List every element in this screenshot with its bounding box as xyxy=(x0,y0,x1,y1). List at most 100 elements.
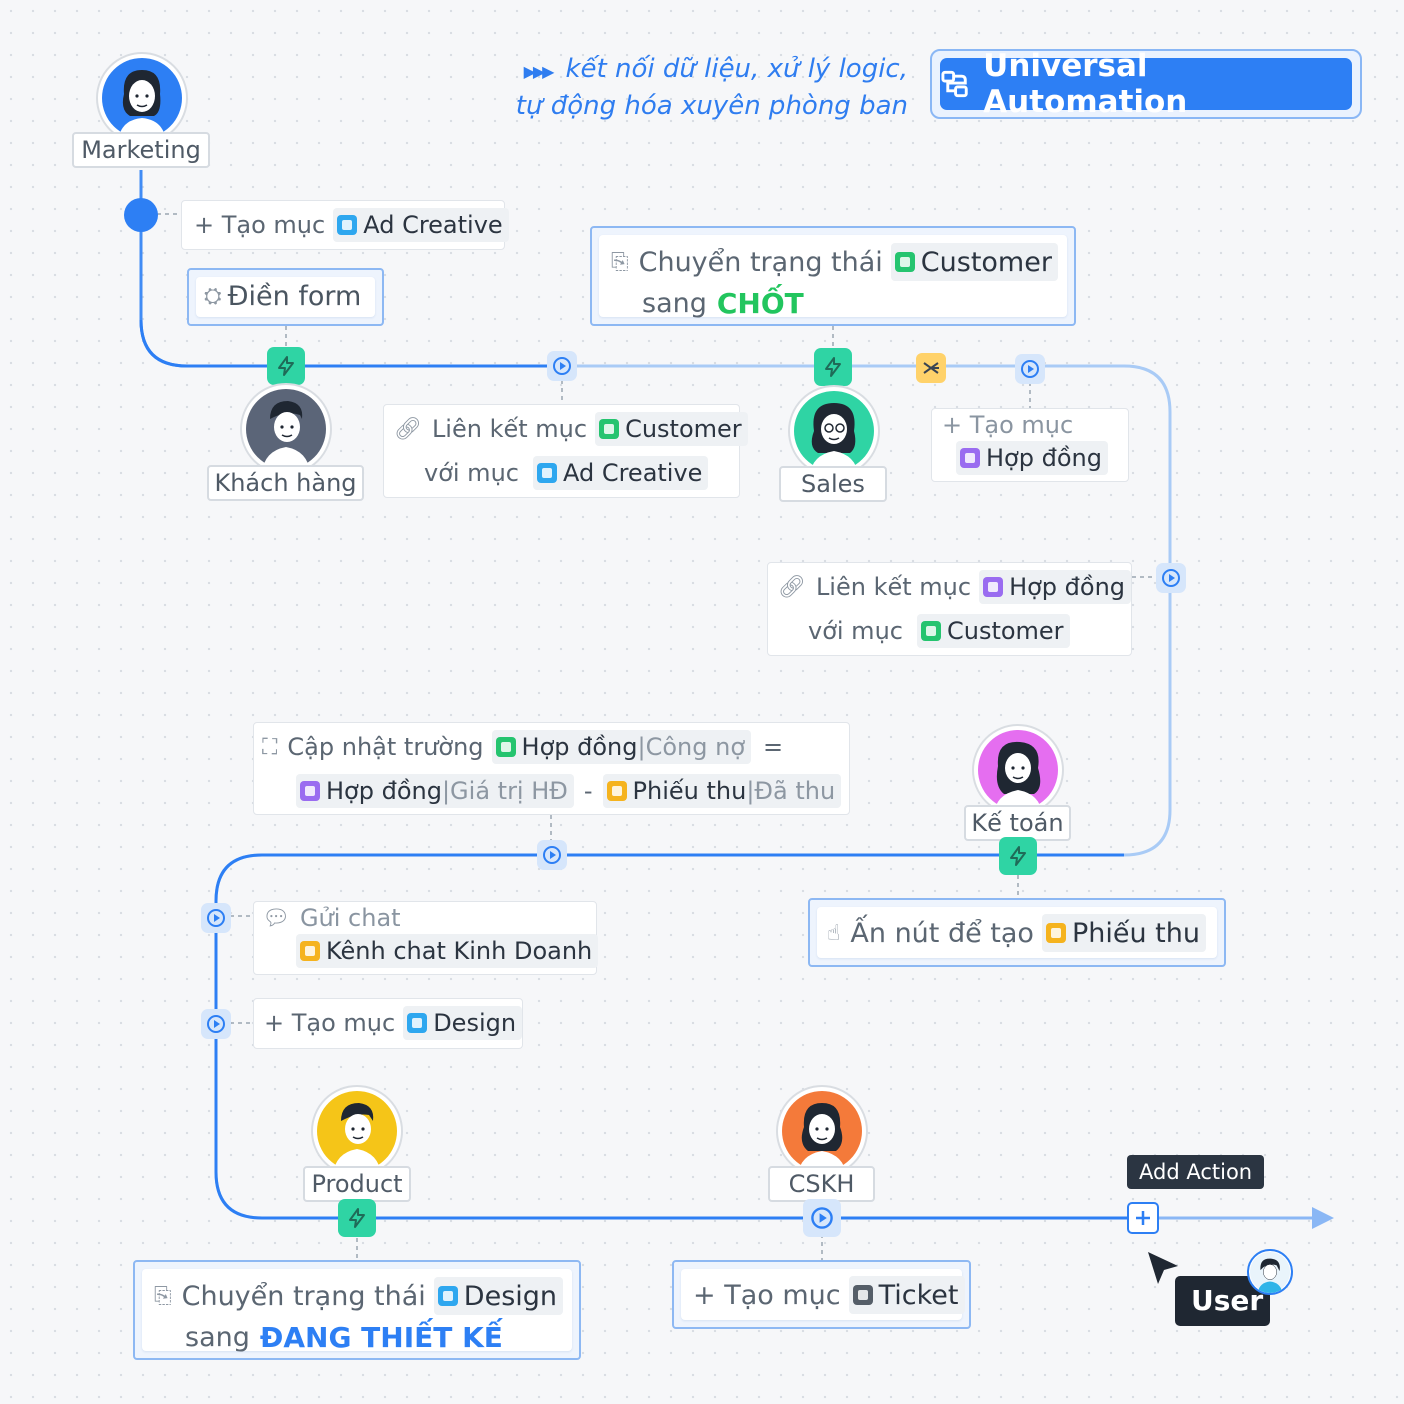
trigger-node-fill-form[interactable] xyxy=(267,347,305,385)
woman-avatar-icon xyxy=(978,730,1058,814)
action-node-create-ticket[interactable] xyxy=(803,1199,841,1237)
ad-creative-app-icon xyxy=(536,463,557,483)
card-send-chat-line1: Gửi chat xyxy=(299,904,401,932)
card-link-customer-ad-line2: với mục xyxy=(424,459,519,487)
chat-icon: 💬︎ xyxy=(262,905,290,931)
card-link-customer-ad[interactable]: 🔗︎ Liên kết mục Customer với mục Ad Crea… xyxy=(383,404,748,498)
ticket-app-icon xyxy=(852,1285,873,1305)
tagline-line-1: kết nối dữ liệu, xử lý logic, xyxy=(565,54,908,84)
status-value-chot: CHỐT xyxy=(716,287,804,320)
card-fill-form-text: Điền form xyxy=(227,281,362,312)
contract-app-icon xyxy=(300,781,320,801)
man-avatar-icon xyxy=(317,1091,397,1175)
trigger-node-status-customer[interactable] xyxy=(814,348,852,386)
lightning-icon xyxy=(1010,846,1026,866)
cskh-avatar xyxy=(776,1085,868,1177)
add-action-button[interactable] xyxy=(1127,1202,1159,1234)
woman-avatar-icon xyxy=(102,58,182,142)
role-label-product: Product xyxy=(303,1166,411,1202)
plus-icon xyxy=(1136,1211,1150,1225)
accountant-avatar xyxy=(972,724,1064,816)
contract-app-icon xyxy=(983,577,1004,597)
card-fill-form[interactable]: ⛭ Điền form xyxy=(187,268,384,326)
sales-avatar xyxy=(788,385,880,477)
card-button-create-receipt[interactable]: ☝︎ Ấn nút để tạo Phiếu thu xyxy=(808,898,1226,967)
play-circle-icon xyxy=(1021,360,1039,378)
ad-creative-chip: Ad Creative xyxy=(562,459,703,487)
card-create-contract[interactable]: + Tạo mục Hợp đồng xyxy=(931,408,1129,482)
play-circle-icon xyxy=(543,846,561,864)
contract-chip: Hợp đồng xyxy=(986,444,1102,472)
customer-chip: Customer xyxy=(625,415,742,443)
link-icon: 🔗︎ xyxy=(394,416,422,442)
field-chip-1-field: |Công nợ xyxy=(637,733,746,761)
play-circle-icon xyxy=(207,909,225,927)
field-chip-3-main: Phiếu thu xyxy=(632,777,747,805)
card-create-ad-creative-prefix: + Tạo mục xyxy=(194,211,326,239)
marketing-avatar xyxy=(96,52,188,144)
receipt-app-icon xyxy=(606,781,627,801)
action-node-link-1[interactable] xyxy=(547,351,577,381)
role-label-sales: Sales xyxy=(779,466,887,502)
add-action-tooltip: Add Action xyxy=(1127,1155,1265,1189)
customer-app-icon xyxy=(599,419,620,439)
action-node-send-chat[interactable] xyxy=(201,903,231,933)
user-avatar xyxy=(1247,1249,1293,1295)
card-create-ticket[interactable]: + Tạo mục Ticket xyxy=(672,1260,971,1329)
merge-node[interactable] xyxy=(916,353,946,383)
trigger-node-button[interactable] xyxy=(999,837,1037,875)
tagline-line-2: tự động hóa xuyên phòng ban xyxy=(515,91,908,121)
cursor-click-icon: ☝︎ xyxy=(827,920,841,946)
merge-arrows-icon xyxy=(923,362,939,374)
card-create-contract-line1: + Tạo mục xyxy=(942,411,1074,439)
field-chip-3-field: |Đã thu xyxy=(746,777,836,805)
status-flow-icon: ⎘ xyxy=(154,1283,172,1309)
trigger-node-product[interactable] xyxy=(338,1199,376,1237)
card-change-status-customer-line2: sang xyxy=(642,288,707,319)
card-create-ticket-prefix: + Tạo mục xyxy=(693,1279,841,1311)
woman-avatar-icon xyxy=(782,1091,862,1175)
design-chip: Design xyxy=(433,1009,517,1037)
flow-icon xyxy=(941,70,968,98)
action-node-update-field[interactable] xyxy=(537,840,567,870)
design-app-icon xyxy=(407,1013,428,1033)
action-node-link-2[interactable] xyxy=(1156,563,1186,593)
customer-app-icon xyxy=(920,621,941,641)
receipt-app-icon xyxy=(1045,923,1066,943)
lightning-icon xyxy=(825,357,841,377)
card-change-status-customer[interactable]: ⎘ Chuyển trạng thái Customer sang CHỐT xyxy=(590,226,1076,326)
card-link-contract-customer[interactable]: 🔗︎ Liên kết mục Hợp đồng với mục Custome… xyxy=(767,562,1132,656)
lightning-icon xyxy=(349,1208,365,1228)
chat-channel-chip: Kênh chat Kinh Doanh xyxy=(326,937,593,965)
link-icon: 🔗︎ xyxy=(778,574,806,600)
brand-title: Universal Automation xyxy=(983,48,1188,120)
contract-app-icon xyxy=(960,448,980,468)
start-node[interactable] xyxy=(124,198,158,232)
mouse-cursor-icon xyxy=(1148,1252,1178,1284)
action-node-create-design[interactable] xyxy=(201,1009,231,1039)
role-label-cskh: CSKH xyxy=(768,1166,875,1202)
update-field-icon: ⛶ xyxy=(262,734,278,760)
customer-chip: Customer xyxy=(920,246,1052,278)
action-node-create-contract[interactable] xyxy=(1015,354,1045,384)
brand-badge: Universal Automation xyxy=(930,48,1362,120)
card-create-design[interactable]: + Tạo mục Design xyxy=(253,998,523,1049)
woman-glasses-avatar-icon xyxy=(794,391,874,475)
card-link-contract-customer-line1: Liên kết mục xyxy=(815,573,972,601)
card-change-status-customer-line1: Chuyển trạng thái xyxy=(638,246,883,278)
card-change-status-design[interactable]: ⎘ Chuyển trạng thái Design sang ĐANG THI… xyxy=(133,1260,581,1360)
ad-creative-chip: Ad Creative xyxy=(363,211,503,239)
card-change-status-design-line2: sang xyxy=(185,1322,250,1353)
play-circle-icon xyxy=(811,1207,833,1229)
card-update-field[interactable]: ⛶ Cập nhật trường Hợp đồng|Công nợ = Hợp… xyxy=(253,722,850,815)
play-arrows-icon: ▶▶▶ xyxy=(523,62,555,81)
contract-chip: Hợp đồng xyxy=(1009,573,1126,601)
customer-app-icon xyxy=(894,252,915,272)
card-create-ad-creative[interactable]: + Tạo mục Ad Creative xyxy=(181,200,509,250)
play-circle-icon xyxy=(1162,569,1180,587)
tagline: ▶▶▶ kết nối dữ liệu, xử lý logic, tự động… xyxy=(480,52,908,123)
field-chip-2-field: |Giá trị HĐ xyxy=(441,777,568,805)
design-chip: Design xyxy=(463,1280,558,1312)
minus-sign: - xyxy=(583,777,593,805)
card-send-chat[interactable]: 💬︎ Gửi chat Kênh chat Kinh Doanh xyxy=(253,901,599,975)
